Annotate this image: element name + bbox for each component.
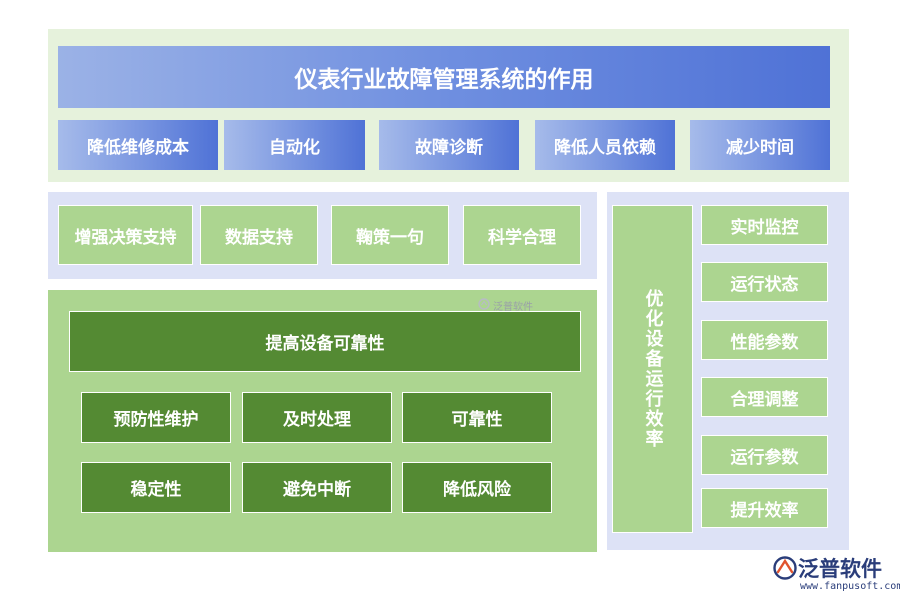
right-item-1: 实时监控 [701,205,828,245]
bottom-row2-item-2: 避免中断 [242,462,392,513]
brand-url: www.fanpusoft.com [800,581,900,592]
top-item-5: 减少时间 [690,120,830,170]
top-item-4: 降低人员依赖 [535,120,675,170]
watermark: 泛普软件 [478,297,533,313]
right-item-3: 性能参数 [701,320,828,360]
diagram-title: 仪表行业故障管理系统的作用 [58,46,830,108]
top-item-2: 自动化 [224,120,365,170]
mid-item-1: 增强决策支持 [58,205,193,265]
mid-item-3: 鞠策一句 [331,205,449,265]
brand-logo-icon [772,555,798,585]
brand-name: 泛普软件 [798,557,882,581]
watermark-logo-icon [478,297,490,313]
bottom-row1-item-2: 及时处理 [242,392,392,443]
mid-item-4: 科学合理 [463,205,581,265]
right-item-5: 运行参数 [701,435,828,475]
brand-logo: 泛普软件 www.fanpusoft.com [772,553,900,597]
right-vertical-text: 优化设备运行效率 [642,289,664,449]
bottom-header: 提高设备可靠性 [69,311,581,372]
right-item-4: 合理调整 [701,377,828,417]
top-item-1: 降低维修成本 [58,120,218,170]
right-item-6: 提升效率 [701,488,828,528]
mid-item-2: 数据支持 [200,205,318,265]
right-item-2: 运行状态 [701,262,828,302]
top-item-3: 故障诊断 [379,120,519,170]
bottom-row1-item-1: 预防性维护 [81,392,231,443]
bottom-row2-item-1: 稳定性 [81,462,231,513]
bottom-row1-item-3: 可靠性 [402,392,552,443]
watermark-text: 泛普软件 [493,301,533,313]
bottom-row2-item-3: 降低风险 [402,462,552,513]
right-vertical-label: 优化设备运行效率 [612,205,693,533]
